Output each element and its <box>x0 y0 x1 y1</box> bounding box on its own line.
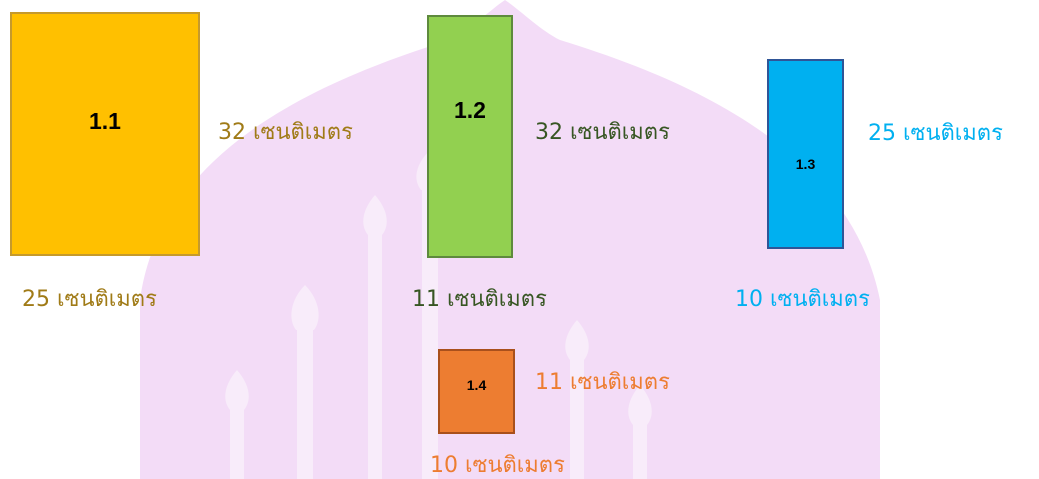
rectangle-1-3: 1.3 <box>767 59 844 249</box>
rectangle-1-1-height-label: 32 เซนติเมตร <box>218 120 353 145</box>
rectangle-1-3-width-label: 10 เซนติเมตร <box>735 287 870 312</box>
rectangle-1-3-label: 1.3 <box>795 156 816 172</box>
rectangle-1-2-width-label: 11 เซนติเมตร <box>412 287 547 312</box>
rectangle-1-4-label: 1.4 <box>466 376 487 393</box>
rectangle-1-2-label: 1.2 <box>454 97 486 123</box>
watermark-spires <box>225 150 652 479</box>
rectangle-1-2: 1.2 <box>427 15 513 258</box>
rectangle-1-4-height-label: 11 เซนติเมตร <box>535 370 670 395</box>
rectangle-1-1-label: 1.1 <box>89 107 121 134</box>
rectangle-1-3-height-label: 25 เซนติเมตร <box>868 121 1003 146</box>
rectangle-1-4-width-label: 10 เซนติเมตร <box>430 453 565 478</box>
rectangle-1-1-width-label: 25 เซนติเมตร <box>22 287 157 312</box>
rectangle-1-1: 1.1 <box>10 12 200 256</box>
rectangle-1-4: 1.4 <box>438 349 515 434</box>
rectangle-1-2-height-label: 32 เซนติเมตร <box>535 120 670 145</box>
